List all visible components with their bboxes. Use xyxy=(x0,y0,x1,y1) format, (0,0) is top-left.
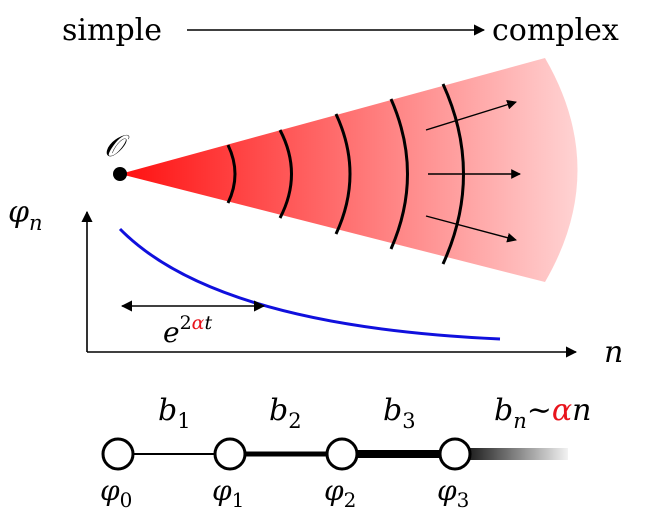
bond-label-b1: b1 xyxy=(158,393,191,433)
node-label-phi0: φ0 xyxy=(100,474,132,508)
simple-label: simple xyxy=(62,13,162,48)
y-axis-label: φn xyxy=(8,195,43,235)
node-label-phi1: φ1 xyxy=(212,474,244,508)
node-label-phi2: φ2 xyxy=(324,474,356,508)
outward-arrow xyxy=(425,99,517,131)
bond-label-b3: b3 xyxy=(383,393,416,433)
decay-label: e2αt xyxy=(163,312,213,349)
x-axis-label: n xyxy=(604,335,623,370)
node-label-phi3: φ3 xyxy=(437,474,469,508)
wavefront-arc xyxy=(389,98,409,250)
chain-node xyxy=(438,437,472,471)
chain-node xyxy=(101,437,135,471)
origin-label: 𝒪 xyxy=(104,129,130,164)
outward-arrows xyxy=(425,99,521,243)
origin-point xyxy=(113,167,127,181)
bond-label-bn: bn∼αn xyxy=(494,393,591,433)
chain-bond-fade xyxy=(455,448,568,460)
outward-arrow xyxy=(425,215,517,243)
wavefront-arc xyxy=(226,144,237,204)
chain-node xyxy=(213,437,247,471)
bond-label-b2: b2 xyxy=(269,393,302,433)
chain-node xyxy=(325,437,359,471)
complex-label: complex xyxy=(492,13,619,48)
wavefront-arc xyxy=(334,113,352,235)
wavefront-arc xyxy=(278,129,293,219)
